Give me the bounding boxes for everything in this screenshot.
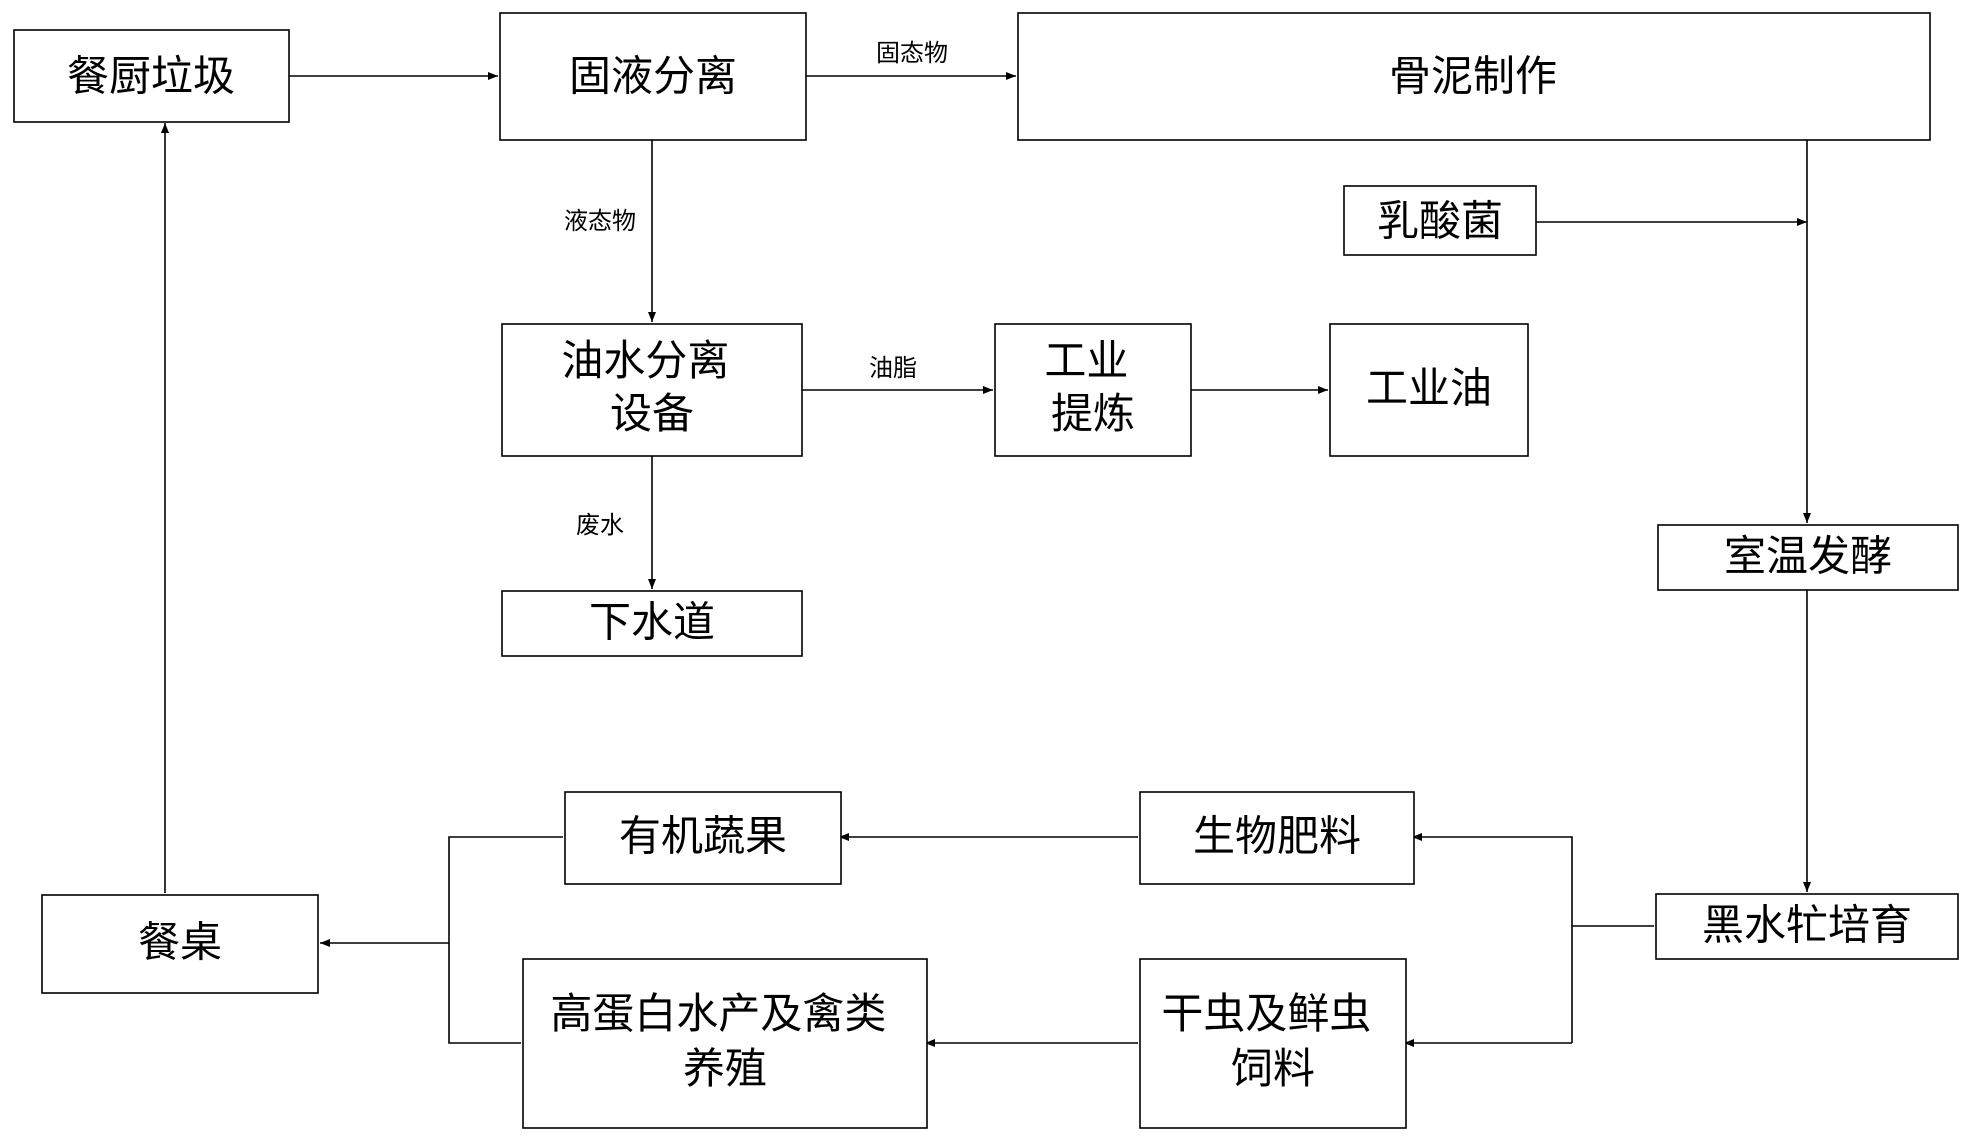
node-bone-paste-label: 骨泥制作 bbox=[1389, 52, 1557, 101]
node-dry-fresh-insect-feed-line-2: 饲料 bbox=[1231, 1044, 1315, 1093]
node-industrial-refining: 工业 提炼 bbox=[994, 323, 1192, 457]
node-sewer-label: 下水道 bbox=[589, 598, 715, 647]
edge-label-solids: 固态物 bbox=[876, 39, 948, 67]
node-oil-water-separation-line-1: 油水分离 bbox=[561, 336, 729, 385]
node-lactobacillus-label: 乳酸菌 bbox=[1377, 197, 1503, 246]
node-organic-produce: 有机蔬果 bbox=[564, 791, 842, 885]
node-dry-fresh-insect-feed: 干虫及鲜虫 饲料 bbox=[1139, 958, 1407, 1129]
node-solid-liquid-separation: 固液分离 bbox=[499, 12, 807, 141]
node-room-temp-fermentation: 室温发酵 bbox=[1657, 524, 1959, 591]
node-aquaculture-poultry-line-1: 高蛋白水产及禽类 bbox=[550, 989, 886, 1038]
node-aquaculture-poultry: 高蛋白水产及禽类 养殖 bbox=[522, 958, 928, 1129]
arrow-bsf-to-fertilizer bbox=[1412, 833, 1573, 1043]
line-aquaculture-to-merge bbox=[448, 943, 521, 1044]
node-aquaculture-poultry-label: 高蛋白水产及禽类 养殖 bbox=[550, 989, 899, 1093]
edge-label-wastewater: 废水 bbox=[576, 511, 624, 539]
node-dining-table-label: 餐桌 bbox=[138, 918, 222, 967]
node-organic-produce-label: 有机蔬果 bbox=[619, 812, 787, 861]
node-bsf-breeding: 黑水牤培育 bbox=[1655, 893, 1959, 960]
node-kitchen-waste: 餐厨垃圾 bbox=[13, 29, 290, 123]
node-bone-paste: 骨泥制作 bbox=[1017, 12, 1931, 141]
node-room-temp-fermentation-label: 室温发酵 bbox=[1724, 532, 1892, 581]
node-bio-fertilizer: 生物肥料 bbox=[1139, 791, 1415, 885]
node-oil-water-separation: 油水分离 设备 bbox=[501, 323, 803, 457]
node-solid-liquid-separation-label: 固液分离 bbox=[569, 52, 737, 101]
node-industrial-oil: 工业油 bbox=[1329, 323, 1529, 457]
node-dining-table: 餐桌 bbox=[41, 894, 319, 994]
edge-label-liquids: 液态物 bbox=[564, 207, 636, 235]
node-industrial-refining-label: 工业 提炼 bbox=[1044, 336, 1141, 438]
node-kitchen-waste-label: 餐厨垃圾 bbox=[67, 52, 235, 101]
node-oil-water-separation-label: 油水分离 设备 bbox=[561, 336, 742, 438]
edge-label-grease: 油脂 bbox=[869, 354, 917, 382]
node-industrial-oil-label: 工业油 bbox=[1366, 364, 1492, 413]
node-industrial-refining-line-1: 工业 bbox=[1044, 336, 1128, 385]
node-dry-fresh-insect-feed-label: 干虫及鲜虫 饲料 bbox=[1161, 989, 1384, 1093]
edge-labels: 固态物 液态物 油脂 废水 bbox=[564, 39, 948, 539]
node-lactobacillus: 乳酸菌 bbox=[1343, 185, 1537, 256]
node-industrial-refining-line-2: 提炼 bbox=[1051, 389, 1135, 438]
node-bio-fertilizer-label: 生物肥料 bbox=[1193, 812, 1361, 861]
connectors bbox=[161, 72, 1811, 1047]
node-bsf-breeding-label: 黑水牤培育 bbox=[1702, 901, 1912, 950]
node-sewer: 下水道 bbox=[501, 590, 803, 657]
line-produce-to-merge bbox=[448, 836, 563, 943]
node-aquaculture-poultry-line-2: 养殖 bbox=[683, 1044, 767, 1093]
node-dry-fresh-insect-feed-line-1: 干虫及鲜虫 bbox=[1161, 989, 1371, 1038]
node-oil-water-separation-line-2: 设备 bbox=[610, 389, 694, 438]
